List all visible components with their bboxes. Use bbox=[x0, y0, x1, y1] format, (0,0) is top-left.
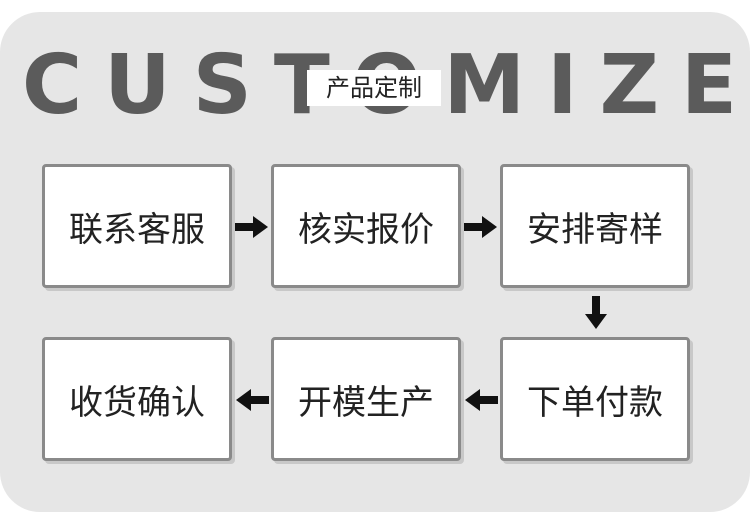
step-box-5: 开模生产 bbox=[271, 337, 461, 461]
arrow-down-icon bbox=[585, 296, 607, 329]
page-subtitle: 产品定制 bbox=[307, 70, 441, 106]
step-box-3: 安排寄样 bbox=[500, 164, 690, 288]
step-box-2: 核实报价 bbox=[271, 164, 461, 288]
arrow-left-icon bbox=[236, 389, 269, 411]
arrow-right-icon bbox=[464, 216, 497, 238]
arrow-right-icon bbox=[235, 216, 268, 238]
step-box-4: 下单付款 bbox=[500, 337, 690, 461]
arrow-left-icon bbox=[465, 389, 498, 411]
step-box-1: 联系客服 bbox=[42, 164, 232, 288]
step-box-6: 收货确认 bbox=[42, 337, 232, 461]
